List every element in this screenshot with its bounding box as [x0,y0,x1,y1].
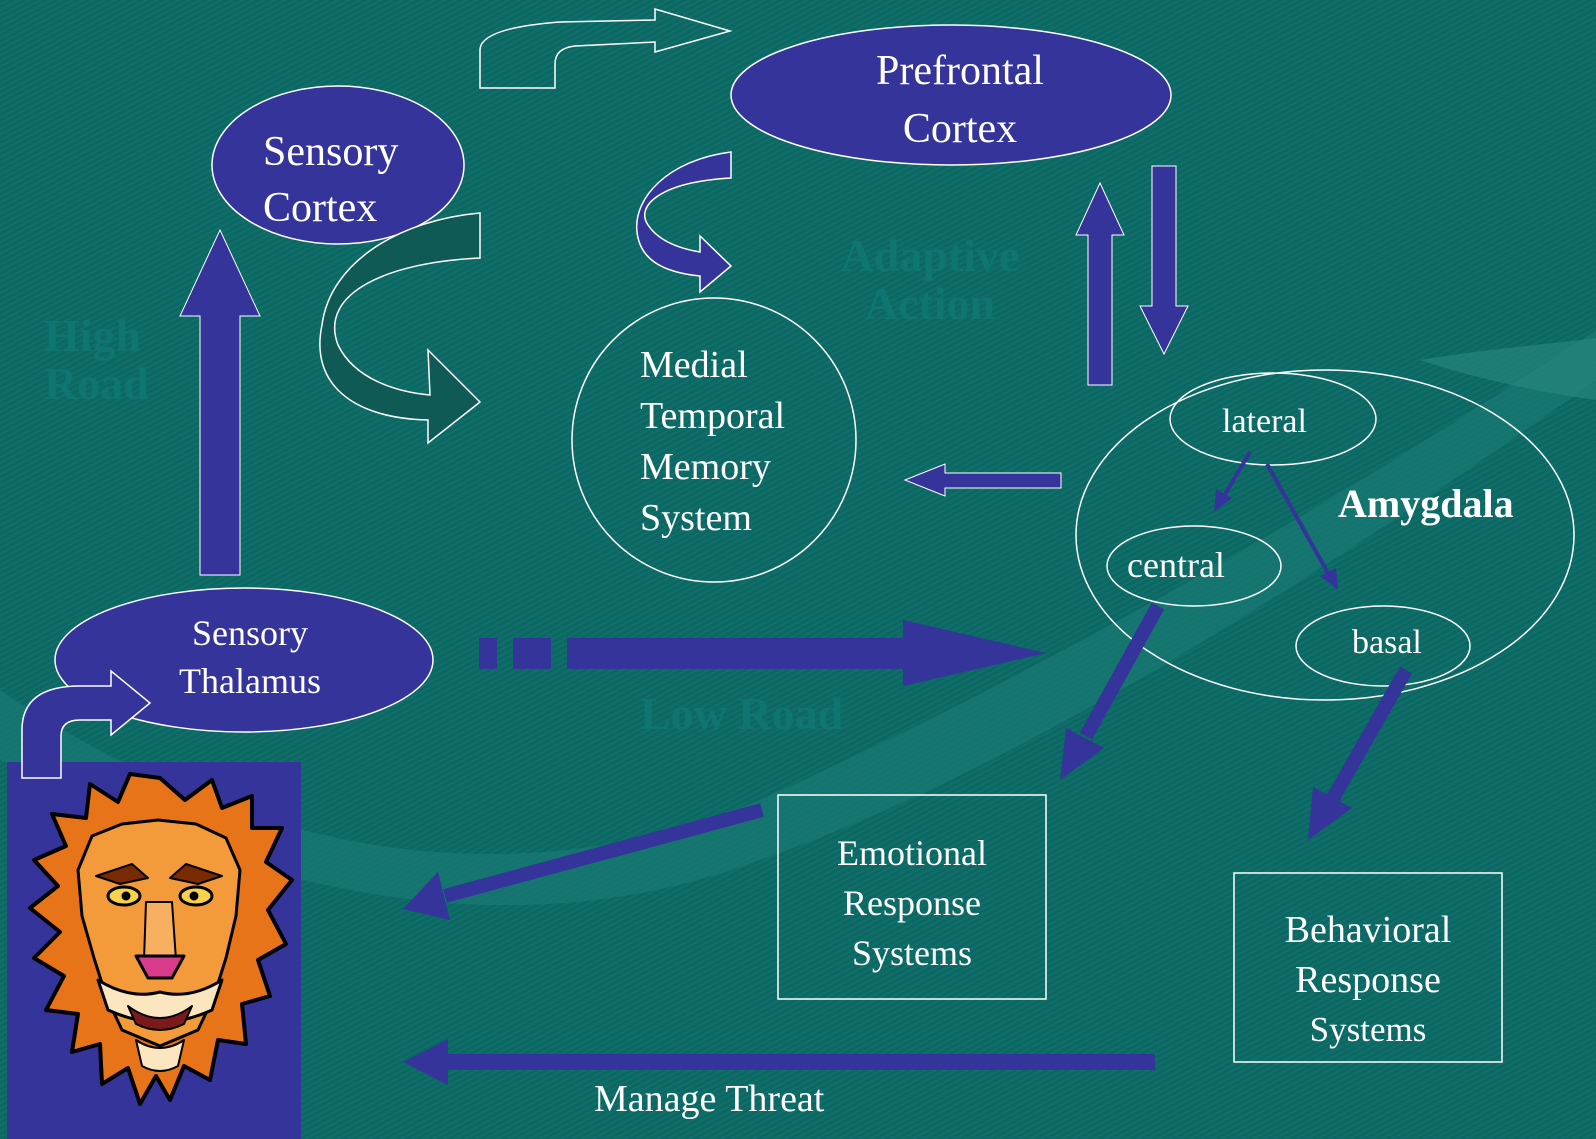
prefrontal-to-memory-arrow [636,151,733,294]
lateral-to-basal-arrow [1265,463,1338,590]
lion-face-icon [28,772,294,1106]
manage-threat-bold: Manage [594,1078,717,1120]
basal-nucleus-node [1295,605,1471,687]
amygdala-to-memory-arrow [903,463,1062,497]
medial-temporal-label: Medial Temporal Memory System [640,344,786,539]
manage-threat-arrow [403,1039,1155,1085]
emotional-to-threat-arrow [403,803,764,920]
lateral-label: lateral [1222,403,1307,440]
low-road-arrow [479,620,1046,686]
lion-to-thalamus-arrow [21,669,152,779]
central-label: central [1127,545,1225,585]
emotional-response-label: Emotional Response Systems [837,833,987,973]
emotional-response-box [777,794,1047,1000]
lateral-nucleus-node [1169,372,1377,466]
amygdala-node [1075,369,1575,701]
manage-threat-label: Manage Threat [594,1080,824,1118]
lateral-to-central-arrow [1214,450,1252,512]
prefrontal-to-amygdala-arrow [1139,165,1189,356]
medial-temporal-node [571,297,857,583]
central-nucleus-node [1106,525,1282,607]
low-road-label: Low Road [640,688,844,739]
sensory-cortex-node [211,85,465,245]
central-to-emotional-arrow [1060,602,1165,780]
sensory-thalamus-node [54,587,434,733]
amygdala-label: Amygdala [1338,481,1514,526]
basal-label: basal [1352,624,1422,661]
high-road-up-arrow [179,228,261,576]
cortex-to-prefrontal-arrow [479,7,733,89]
amygdala-to-prefrontal-arrow [1075,181,1125,386]
cortex-to-memory-arrow [319,212,482,445]
prefrontal-cortex-node [730,24,1172,166]
behavioral-response-label: Behavioral Response Systems [1284,909,1452,1049]
manage-threat-rest: Threat [716,1078,825,1120]
behavioral-response-box [1233,872,1503,1063]
basal-to-behavioral-arrow [1308,666,1413,840]
